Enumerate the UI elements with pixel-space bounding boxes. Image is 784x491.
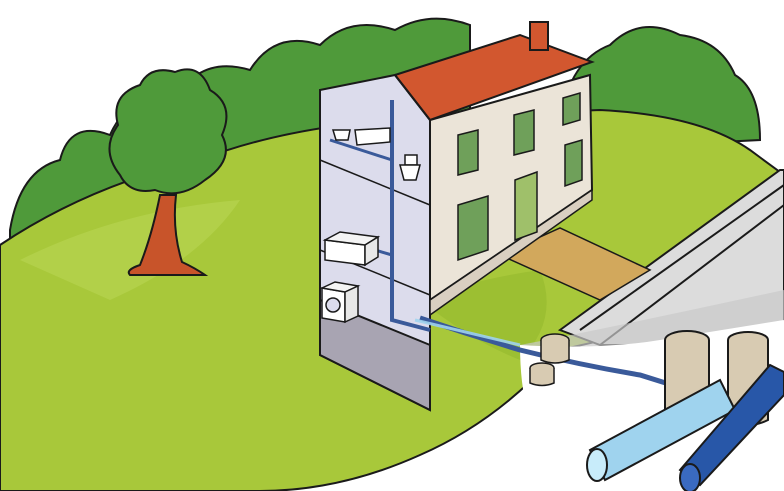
sink-icon (333, 130, 350, 140)
bathtub-icon (355, 128, 390, 145)
washing-machine-icon (322, 282, 358, 322)
chimney (530, 22, 548, 50)
front-door (515, 172, 537, 240)
kitchen-counter-icon (325, 232, 378, 265)
